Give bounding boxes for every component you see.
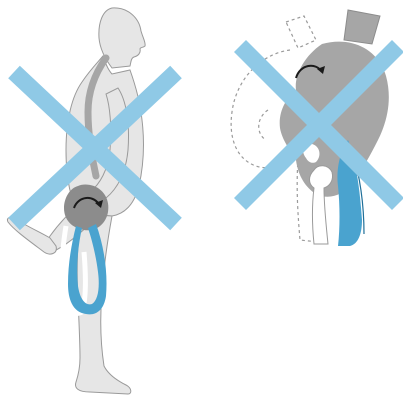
femur-bone — [310, 166, 333, 244]
standing-stretch-panel — [7, 8, 176, 394]
pelvis-detail-panel — [231, 10, 398, 246]
pelvis-bone — [64, 185, 108, 231]
lumbar-vertebra — [344, 10, 380, 44]
